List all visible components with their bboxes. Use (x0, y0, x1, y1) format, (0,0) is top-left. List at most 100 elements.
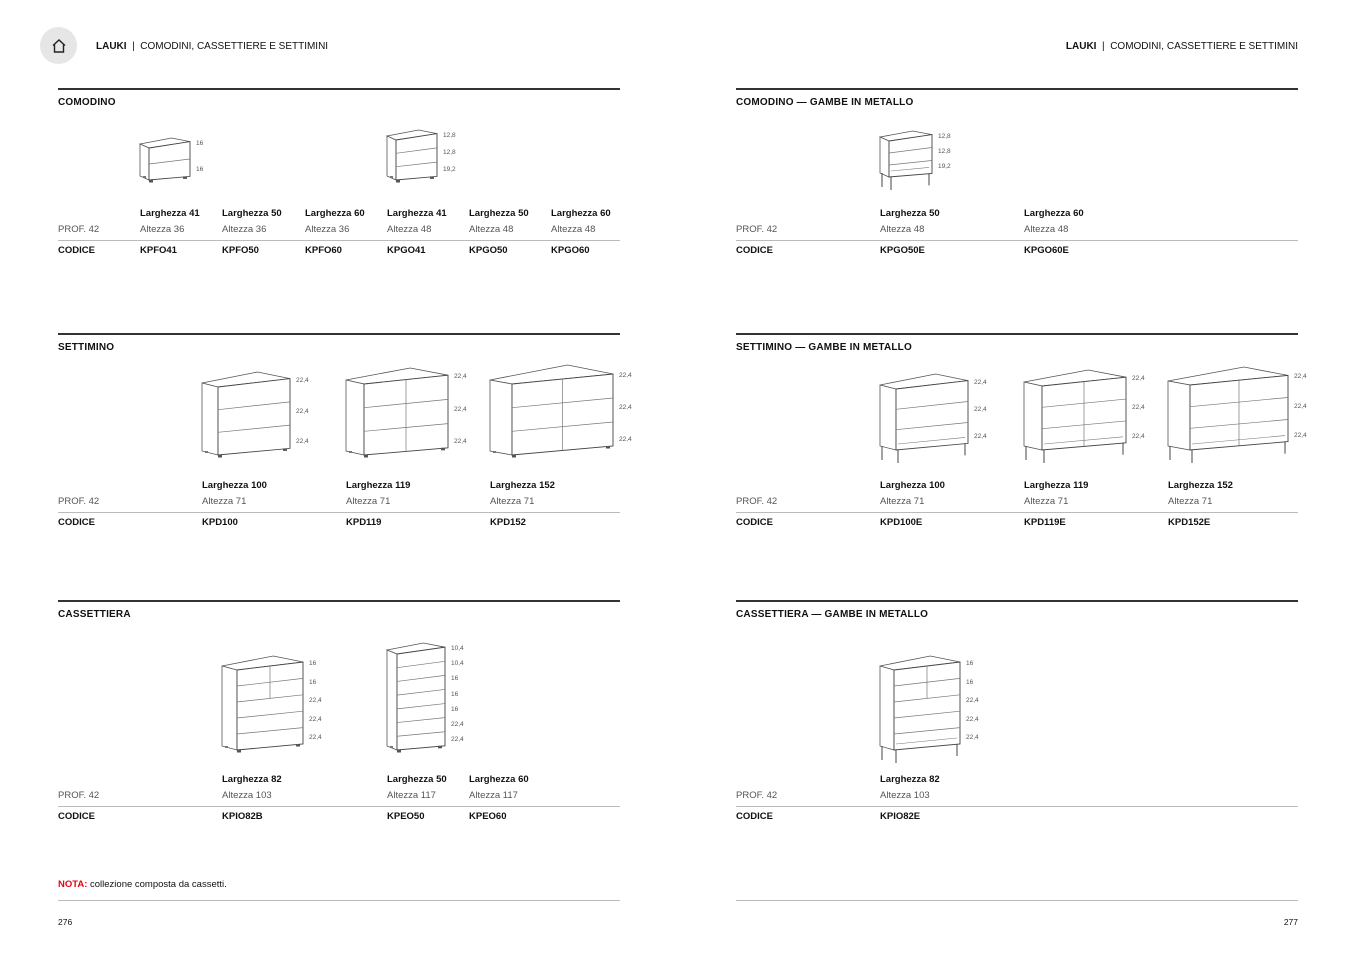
section-divider (736, 88, 1298, 90)
product-code: KPFO60 (305, 245, 342, 256)
product-code: KPGO41 (387, 245, 426, 256)
dimension-label: 16 (309, 660, 317, 667)
height-label: Altezza 71 (346, 496, 391, 507)
width-label: Larghezza 82 (880, 774, 940, 785)
height-label: Altezza 117 (387, 790, 436, 801)
header-subtitle: COMODINI, CASSETTIERE E SETTIMINI (1110, 41, 1298, 52)
height-label: Altezza 48 (469, 224, 514, 235)
codice-label: CODICE (58, 517, 95, 528)
dimension-label: 22,4 (1294, 402, 1307, 410)
dimension-label: 22,4 (451, 720, 464, 728)
brand: LAUKI (96, 41, 127, 52)
depth-label: PROF. 42 (58, 790, 100, 801)
home-icon (52, 38, 65, 53)
furniture-drawing (201, 371, 291, 458)
furniture-drawing (345, 367, 449, 458)
header-subtitle: COMODINI, CASSETTIERE E SETTIMINI (140, 41, 329, 52)
height-label: Altezza 117 (469, 790, 518, 801)
dimension-label: 16 (451, 675, 459, 683)
dimension-label: 22,4 (966, 734, 979, 741)
depth-label: PROF. 42 (58, 496, 100, 507)
product-code: KPEO60 (469, 811, 507, 822)
furniture-drawing (138, 137, 191, 183)
product-code: KPD119 (346, 517, 382, 528)
note-text: collezione composta da cassetti. (87, 879, 227, 890)
separator: | (132, 41, 135, 52)
brand: LAUKI (1065, 41, 1097, 52)
separator: | (1102, 41, 1105, 52)
depth-label: PROF. 42 (58, 224, 100, 235)
height-label: Altezza 71 (1024, 496, 1069, 507)
row-divider (736, 512, 1298, 513)
page-number-left: 276 (58, 917, 73, 927)
dimension-label: 22,4 (1294, 431, 1307, 439)
dimension-label: 22,4 (974, 433, 987, 441)
dimension-label: 22,4 (296, 438, 309, 446)
width-label: Larghezza 152 (490, 480, 555, 491)
dimension-label: 22,4 (974, 406, 987, 413)
dimension-label: 10,4 (451, 660, 464, 668)
height-label: Altezza 36 (222, 224, 267, 235)
dimension-label: 22,4 (309, 697, 322, 704)
product-code: KPD119E (1024, 517, 1066, 528)
dimension-label: 22,4 (619, 404, 632, 411)
header-breadcrumb-right: LAUKI | COMODINI, CASSETTIERE E SETTIMIN… (1066, 41, 1298, 52)
product-code: KPGO50E (880, 245, 925, 256)
codice-label: CODICE (736, 245, 773, 256)
dimension-label: 16 (966, 678, 974, 686)
dimension-label: 12,8 (443, 131, 456, 139)
width-label: Larghezza 41 (387, 208, 447, 219)
dimension-label: 22,4 (309, 715, 322, 723)
dimension-label: 12,8 (938, 132, 951, 140)
section-title: CASSETTIERA (58, 609, 131, 620)
dimension-label: 22,4 (966, 715, 979, 723)
depth-label: PROF. 42 (736, 496, 778, 507)
furniture-drawing (1023, 369, 1127, 463)
height-label: Altezza 48 (551, 224, 596, 235)
furniture-drawing (489, 364, 614, 458)
section-divider (58, 600, 620, 602)
row-divider (736, 806, 1298, 807)
furniture-drawing (385, 129, 438, 183)
dimension-label: 22,4 (454, 373, 467, 381)
width-label: Larghezza 60 (469, 774, 529, 785)
depth-label: PROF. 42 (736, 790, 778, 801)
section-divider (736, 600, 1298, 602)
note-label: NOTA: (58, 879, 88, 890)
dimension-label: 22,4 (1132, 404, 1145, 411)
codice-label: CODICE (58, 245, 95, 256)
header-breadcrumb-left: LAUKI | COMODINI, CASSETTIERE E SETTIMIN… (96, 41, 328, 52)
width-label: Larghezza 100 (880, 480, 945, 491)
height-label: Altezza 71 (202, 496, 247, 507)
dimension-label: 22,4 (1294, 373, 1307, 381)
dimension-label: 22,4 (454, 405, 467, 413)
width-label: Larghezza 41 (140, 208, 200, 219)
dimension-label: 22,4 (619, 372, 632, 379)
dimension-label: 19,2 (443, 166, 456, 174)
row-divider (58, 240, 620, 241)
dimension-label: 16 (966, 660, 974, 667)
width-label: Larghezza 60 (305, 208, 365, 219)
dimension-label: 22,4 (1132, 432, 1145, 440)
dimension-label: 22,4 (974, 378, 987, 386)
height-label: Altezza 103 (880, 790, 930, 801)
product-code: KPIO82E (880, 811, 921, 822)
depth-label: PROF. 42 (736, 224, 778, 235)
dimension-label: 22,4 (309, 734, 322, 741)
note: NOTA: collezione composta da cassetti. (58, 879, 227, 890)
product-code: KPFO50 (222, 245, 259, 256)
product-code: KPD100E (880, 517, 923, 528)
dimension-label: 12,8 (443, 149, 456, 156)
footer-divider (736, 900, 1298, 901)
home-button[interactable] (40, 27, 77, 64)
codice-label: CODICE (58, 811, 95, 822)
furniture-drawing (1167, 366, 1289, 463)
height-label: Altezza 71 (880, 496, 925, 507)
dimension-label: 22,4 (619, 436, 632, 443)
codice-label: CODICE (736, 517, 773, 528)
height-label: Altezza 71 (1168, 496, 1213, 507)
product-code: KPFO41 (140, 245, 177, 256)
product-code: KPGO60 (551, 245, 590, 256)
width-label: Larghezza 82 (222, 774, 282, 785)
dimension-label: 19,2 (938, 163, 951, 171)
